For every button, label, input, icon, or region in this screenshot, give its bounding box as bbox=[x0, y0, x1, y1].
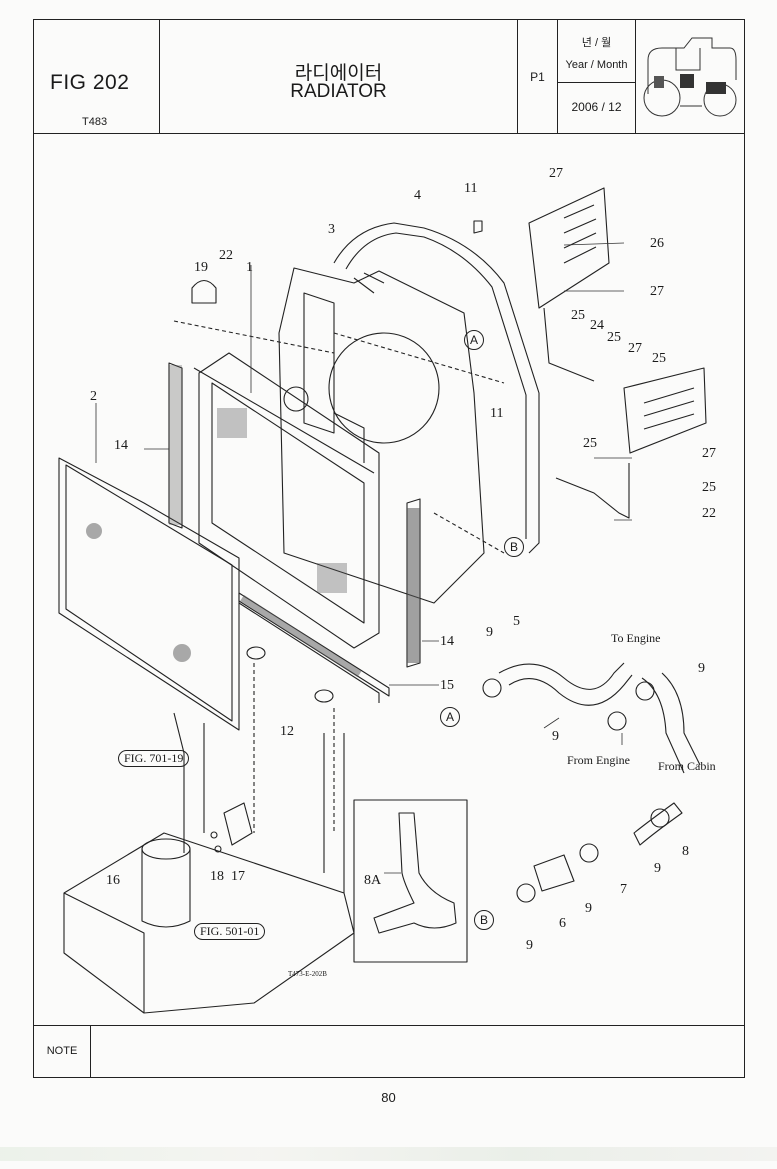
scan-edge-noise bbox=[0, 1147, 777, 1161]
fig-cell: FIG 202 T483 bbox=[34, 20, 160, 133]
from-cabin-label: From Cabin bbox=[658, 759, 716, 773]
callout-27-mid: 27 bbox=[650, 284, 664, 299]
callout-26: 26 bbox=[650, 236, 664, 251]
callout-ref-a-top: A bbox=[464, 330, 484, 350]
header-table: FIG 202 T483 라디에이터 RADIATOR P1 년 / 월 Yea… bbox=[34, 20, 744, 134]
callout-18: 18 bbox=[210, 869, 224, 884]
note-label: NOTE bbox=[34, 1026, 91, 1078]
callout-6: 6 bbox=[559, 916, 566, 931]
note-row: NOTE bbox=[34, 1025, 744, 1078]
callout-23: 24 bbox=[590, 318, 604, 333]
drawing-code: T473-E-202B bbox=[288, 970, 327, 978]
title-cell: 라디에이터 RADIATOR bbox=[160, 20, 518, 133]
callout-27-c: 27 bbox=[628, 341, 642, 356]
callout-24-a: 25 bbox=[571, 308, 585, 323]
callout-24-c: 25 bbox=[583, 436, 597, 451]
parts-catalog-frame: FIG 202 T483 라디에이터 RADIATOR P1 년 / 월 Yea… bbox=[33, 19, 745, 1078]
machine-icon-cell bbox=[636, 20, 744, 133]
callout-11-top: 11 bbox=[464, 181, 478, 196]
year-month-value: 2006 / 12 bbox=[571, 100, 622, 114]
fig-501-ref: FIG. 501-01 bbox=[194, 923, 266, 940]
date-cell: 년 / 월 Year / Month 2006 / 12 bbox=[558, 20, 636, 133]
fig-701-ref: FIG. 701-19 bbox=[118, 750, 190, 767]
year-month-korean: 년 / 월 bbox=[581, 37, 612, 49]
excavator-location-icon bbox=[643, 37, 737, 117]
callout-22-label: 22 bbox=[702, 506, 716, 521]
callout-11-mid: 11 bbox=[490, 406, 504, 421]
callout-ref-b: B bbox=[504, 537, 524, 557]
callout-9-a: 9 bbox=[486, 625, 493, 640]
callout-17: 17 bbox=[231, 869, 245, 884]
radiator-drawing bbox=[58, 187, 707, 1014]
callout-14-right: 14 bbox=[440, 634, 454, 649]
callout-8: 8 bbox=[682, 844, 689, 859]
callout-8a: 8A bbox=[364, 873, 382, 888]
callout-4-label: 4 bbox=[414, 188, 421, 203]
callout-27-top: 27 bbox=[549, 166, 563, 181]
callout-7: 7 bbox=[620, 882, 627, 897]
callout-24-b: 25 bbox=[607, 330, 621, 345]
callout-5: 5 bbox=[513, 614, 520, 629]
callout-9-f: 9 bbox=[526, 938, 533, 953]
callout-9-c: 9 bbox=[552, 729, 559, 744]
radiator-grille bbox=[58, 457, 240, 731]
callout-20: 22 bbox=[219, 248, 233, 263]
callout-19: 19 bbox=[194, 260, 208, 275]
callout-12: 12 bbox=[280, 724, 294, 739]
shroud-fan-opening bbox=[328, 332, 440, 444]
callout-ref-a: A bbox=[440, 707, 460, 727]
callout-3-label: 3 bbox=[328, 222, 335, 237]
callout-25-label: 25 bbox=[652, 351, 666, 366]
callout-16: 16 bbox=[106, 873, 120, 888]
callout-15-label: 15 bbox=[440, 678, 454, 693]
callout-27-d: 27 bbox=[702, 446, 716, 461]
page-ref-cell: P1 bbox=[518, 20, 558, 133]
callout-9-e: 9 bbox=[585, 901, 592, 916]
callout-14-left: 14 bbox=[114, 438, 128, 453]
callout-ref-b-low: B bbox=[474, 910, 494, 930]
exploded-parts-diagram: 27 11 1 4 3 26 22 19 1 27 25 24 25 27 25… bbox=[34, 133, 744, 1025]
to-engine-label: To Engine bbox=[611, 631, 661, 645]
divider bbox=[558, 82, 635, 83]
callout-24-d: 25 bbox=[702, 480, 716, 495]
from-engine-label: From Engine bbox=[567, 753, 630, 767]
model-code: T483 bbox=[82, 116, 108, 128]
title-korean: 라디에이터 bbox=[294, 63, 383, 84]
fig-label: FIG 202 bbox=[50, 71, 130, 94]
callout-9-d: 9 bbox=[654, 861, 661, 876]
year-month-label: Year / Month bbox=[565, 59, 628, 71]
title-english: RADIATOR bbox=[290, 81, 387, 102]
callout-9-b: 9 bbox=[698, 661, 705, 676]
callout-2: 2 bbox=[90, 389, 97, 404]
page-ref: P1 bbox=[530, 70, 545, 84]
callout-1: 1 bbox=[246, 260, 253, 275]
page-number: 80 bbox=[381, 1090, 396, 1105]
